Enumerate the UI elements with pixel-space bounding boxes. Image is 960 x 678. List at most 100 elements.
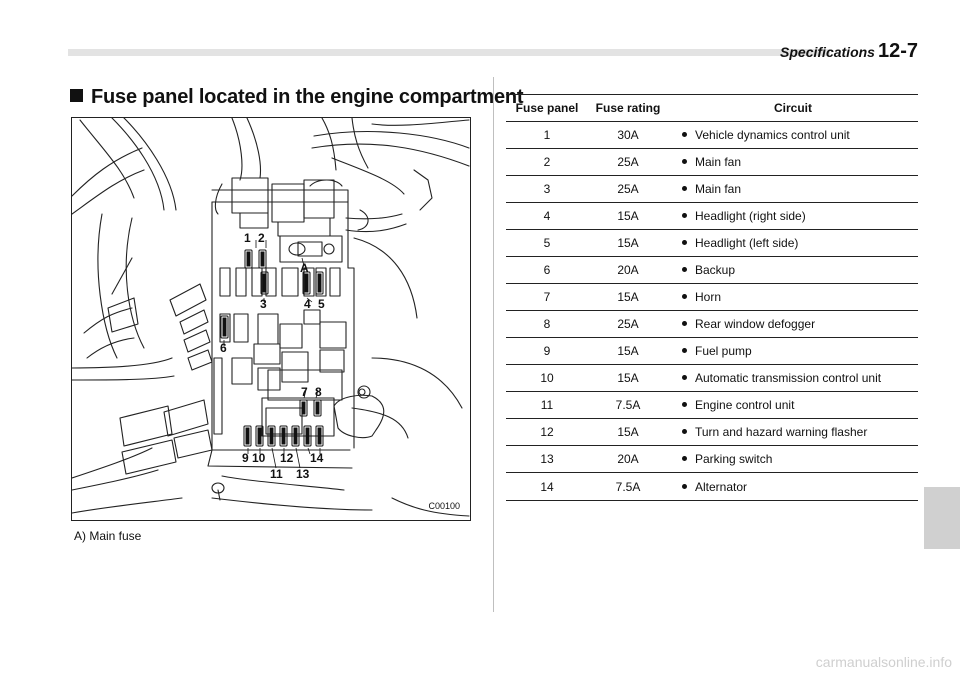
circuit-text: Engine control unit <box>695 398 795 412</box>
bullet-icon <box>682 186 687 191</box>
callout-3: 3 <box>260 297 267 311</box>
cell-circuit: Headlight (right side) <box>668 202 918 230</box>
cell-fuse-panel: 13 <box>506 445 588 473</box>
header-fuse-rating: Fuse rating <box>588 94 668 122</box>
cell-fuse-rating: 30A <box>588 121 668 149</box>
section-heading-text: Fuse panel located in the engine compart… <box>91 86 524 108</box>
column-divider <box>493 77 494 612</box>
bullet-icon <box>682 294 687 299</box>
header-circuit: Circuit <box>668 94 918 122</box>
callout-12: 12 <box>280 451 294 465</box>
watermark: carmanualsonline.info <box>815 654 952 670</box>
bullet-icon <box>682 213 687 218</box>
bullet-icon <box>682 429 687 434</box>
cell-circuit: Automatic transmission control unit <box>668 364 918 392</box>
figure-code: C00100 <box>428 501 460 511</box>
table-header-row: Fuse panel Fuse rating Circuit <box>506 94 918 122</box>
cell-circuit: Alternator <box>668 472 918 501</box>
cell-fuse-rating: 7.5A <box>588 391 668 419</box>
circuit-text: Vehicle dynamics control unit <box>695 128 850 142</box>
circuit-text: Fuel pump <box>695 344 752 358</box>
bullet-icon <box>682 456 687 461</box>
cell-fuse-rating: 15A <box>588 418 668 446</box>
cell-fuse-panel: 7 <box>506 283 588 311</box>
cell-fuse-panel: 5 <box>506 229 588 257</box>
circuit-text: Automatic transmission control unit <box>695 371 882 385</box>
bullet-icon <box>682 321 687 326</box>
cell-circuit: Main fan <box>668 148 918 176</box>
cell-fuse-rating: 7.5A <box>588 472 668 501</box>
cell-circuit: Fuel pump <box>668 337 918 365</box>
cell-circuit: Parking switch <box>668 445 918 473</box>
chapter-tab[interactable] <box>924 487 960 549</box>
callout-10: 10 <box>252 451 266 465</box>
fuse-panel-figure: 1 2 A 3 4 5 6 7 8 9 10 11 12 13 14 C0010… <box>71 117 471 521</box>
page-number: 12-7 <box>877 40 918 62</box>
bullet-icon <box>682 240 687 245</box>
cell-fuse-rating: 15A <box>588 364 668 392</box>
callout-7: 7 <box>301 385 308 399</box>
cell-fuse-panel: 6 <box>506 256 588 284</box>
cell-circuit: Turn and hazard warning flasher <box>668 418 918 446</box>
cell-fuse-panel: 11 <box>506 391 588 419</box>
callout-2: 2 <box>258 231 265 245</box>
cell-fuse-rating: 25A <box>588 310 668 338</box>
cell-fuse-rating: 15A <box>588 202 668 230</box>
cell-fuse-rating: 15A <box>588 229 668 257</box>
circuit-text: Main fan <box>695 182 742 196</box>
cell-fuse-panel: 2 <box>506 148 588 176</box>
cell-fuse-rating: 15A <box>588 283 668 311</box>
cell-fuse-panel: 12 <box>506 418 588 446</box>
bullet-icon <box>682 483 687 489</box>
callout-13: 13 <box>296 467 310 481</box>
cell-fuse-panel: 3 <box>506 175 588 203</box>
header-fuse-panel: Fuse panel <box>506 94 588 122</box>
cell-circuit: Headlight (left side) <box>668 229 918 257</box>
circuit-text: Main fan <box>695 155 742 169</box>
circuit-text: Headlight (left side) <box>695 236 799 250</box>
cell-fuse-panel: 4 <box>506 202 588 230</box>
circuit-text: Horn <box>695 290 722 304</box>
bullet-icon <box>682 132 687 137</box>
figure-caption: A) Main fuse <box>74 529 142 543</box>
callout-6: 6 <box>220 341 227 355</box>
callout-8: 8 <box>315 385 322 399</box>
callout-11: 11 <box>270 467 283 481</box>
section-name: Specifications <box>780 44 875 60</box>
callout-5: 5 <box>318 297 325 311</box>
circuit-text: Backup <box>695 263 736 277</box>
cell-circuit: Backup <box>668 256 918 284</box>
cell-circuit: Rear window defogger <box>668 310 918 338</box>
section-heading: Fuse panel located in the engine compart… <box>70 86 524 109</box>
cell-fuse-panel: 1 <box>506 121 588 149</box>
bullet-icon <box>682 267 687 272</box>
callout-9: 9 <box>242 451 249 465</box>
circuit-text: Alternator <box>695 479 748 494</box>
cell-fuse-panel: 8 <box>506 310 588 338</box>
fuse-panel-diagram: 1 2 A 3 4 5 6 7 8 9 10 11 12 13 14 <box>72 118 470 517</box>
cell-fuse-panel: 9 <box>506 337 588 365</box>
bullet-icon <box>682 375 687 380</box>
callout-4: 4 <box>304 297 311 311</box>
bullet-icon <box>682 348 687 353</box>
circuit-text: Rear window defogger <box>695 317 816 331</box>
circuit-text: Headlight (right side) <box>695 209 806 223</box>
cell-fuse-rating: 15A <box>588 337 668 365</box>
callout-1: 1 <box>244 231 251 245</box>
cell-fuse-rating: 20A <box>588 256 668 284</box>
cell-fuse-rating: 25A <box>588 175 668 203</box>
